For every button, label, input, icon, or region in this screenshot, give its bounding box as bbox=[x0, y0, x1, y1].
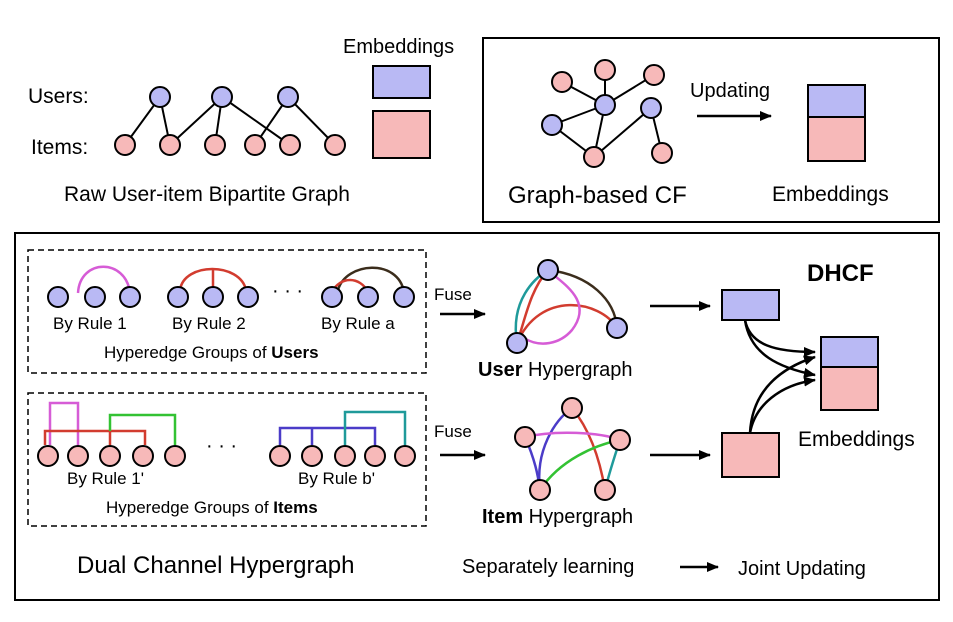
user-rule-1-group bbox=[47, 265, 141, 308]
user-groups-caption: Hyperedge Groups of Users bbox=[104, 343, 319, 362]
embeddings-label-top-right: Embeddings bbox=[772, 183, 889, 206]
item-node bbox=[204, 134, 226, 156]
user-groups-ellipsis: · · · bbox=[272, 280, 303, 302]
user-node bbox=[149, 86, 171, 108]
user-hyperedge-groups-box bbox=[27, 249, 427, 374]
item-node bbox=[583, 146, 605, 168]
embeddings-label-top-left: Embeddings bbox=[343, 36, 454, 58]
user-node bbox=[594, 94, 616, 116]
user-nodes bbox=[149, 86, 299, 108]
user-node bbox=[640, 97, 662, 119]
dhcf-panel-border bbox=[14, 232, 940, 601]
item-node bbox=[324, 134, 346, 156]
items-label: Items: bbox=[31, 136, 88, 159]
user-node bbox=[211, 86, 233, 108]
graph-based-cf-caption: Graph-based CF bbox=[508, 182, 687, 209]
user-embedding-block bbox=[807, 84, 866, 118]
item-node bbox=[643, 64, 665, 86]
separately-learning-label: Separately learning bbox=[462, 556, 634, 578]
user-rule-a-group bbox=[321, 266, 415, 308]
item-embedding-block bbox=[372, 110, 431, 159]
updating-label: Updating bbox=[690, 80, 770, 102]
user-rule-1-label: By Rule 1 bbox=[53, 314, 127, 333]
embeddings-label-bottom: Embeddings bbox=[798, 428, 915, 451]
user-node bbox=[541, 114, 563, 136]
user-rule-2-group bbox=[167, 267, 259, 308]
graph-based-cf-panel: Graph-based CF Updating Embeddings bbox=[482, 37, 940, 223]
users-label: Users: bbox=[28, 85, 89, 108]
item-groups-ellipsis: · · · bbox=[206, 435, 237, 457]
item-node bbox=[114, 134, 136, 156]
item-node bbox=[651, 142, 673, 164]
user-rule-a-label: By Rule a bbox=[321, 314, 395, 333]
joint-update-arrows bbox=[743, 319, 816, 434]
item-hypergraph bbox=[514, 397, 631, 501]
dhcf-panel: DHCF · · · By Rule 1 By Rule 2 By Rule a bbox=[14, 232, 940, 601]
user-rule-2-label: By Rule 2 bbox=[172, 314, 246, 333]
user-embedding-block bbox=[372, 65, 431, 99]
item-embedding-block bbox=[721, 432, 780, 478]
user-hypergraph-caption: User Hypergraph bbox=[478, 359, 633, 381]
item-nodes bbox=[114, 134, 346, 156]
item-rule-1-group bbox=[37, 401, 186, 467]
item-embedding-block bbox=[807, 116, 866, 162]
user-hypergraph bbox=[506, 259, 628, 354]
item-groups-caption: Hyperedge Groups of Items bbox=[106, 498, 318, 517]
fuse-item-label: Fuse bbox=[434, 422, 472, 441]
item-node bbox=[594, 59, 616, 81]
item-hypergraph-caption: Item Hypergraph bbox=[482, 506, 633, 528]
user-embedding-block bbox=[721, 289, 780, 321]
raw-graph-caption: Raw User-item Bipartite Graph bbox=[64, 183, 350, 206]
item-node bbox=[159, 134, 181, 156]
item-node bbox=[551, 71, 573, 93]
user-node bbox=[277, 86, 299, 108]
fuse-user-label: Fuse bbox=[434, 285, 472, 304]
item-hyperedge-groups-box bbox=[27, 392, 427, 527]
item-node bbox=[244, 134, 266, 156]
joint-user-embedding-block bbox=[820, 336, 879, 368]
hyperedge bbox=[76, 265, 132, 294]
dhcf-title: DHCF bbox=[807, 260, 874, 287]
joint-updating-label: Joint Updating bbox=[738, 558, 866, 580]
item-rule-1-label: By Rule 1' bbox=[67, 469, 144, 488]
item-rule-b-label: By Rule b' bbox=[298, 469, 375, 488]
cf-panel-border bbox=[482, 37, 940, 223]
dual-channel-caption: Dual Channel Hypergraph bbox=[77, 552, 355, 579]
raw-bipartite-graph: Users: Items: Raw User-item Bipartite Gr… bbox=[28, 36, 454, 206]
item-node bbox=[279, 134, 301, 156]
joint-item-embedding-block bbox=[820, 366, 879, 411]
item-rule-b-group bbox=[269, 410, 416, 467]
